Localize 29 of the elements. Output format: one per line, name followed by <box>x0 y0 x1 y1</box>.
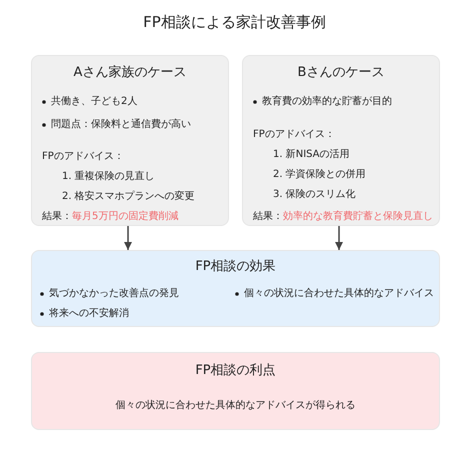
effect-panel <box>31 250 440 327</box>
bullet-text: 将来への不安解消 <box>49 308 129 319</box>
card-heading: Aさん家族のケース <box>72 65 188 81</box>
bullet-text: 気づかなかった改善点の発見 <box>49 288 179 299</box>
card-heading: FP相談の利点 <box>194 363 277 379</box>
bullet-text: 教育費の効率的な貯蓄が目的 <box>262 96 392 107</box>
numbered-item: 2. 学資保険との併用 <box>273 168 366 181</box>
result-label: 結果： <box>42 210 72 223</box>
bullet-text: 問題点：保険料と通信費が高い <box>51 119 191 130</box>
bullet-text: 共働き、子ども2人 <box>51 96 138 107</box>
card-heading: Bさんのケース <box>296 65 386 81</box>
arrow <box>335 226 344 250</box>
numbered-item: 1. 新NISAの活用 <box>273 148 350 161</box>
arrow <box>124 226 132 250</box>
benefit-text: 個々の状況に合わせた具体的なアドバイスが得られる <box>114 399 356 412</box>
advice-label: FPのアドバイス： <box>42 150 124 163</box>
numbered-item: 2. 格安スマホプランへの変更 <box>62 190 195 203</box>
card-heading: FP相談の効果 <box>194 259 277 275</box>
numbered-item: 1. 重複保険の見直し <box>62 170 155 183</box>
case-card <box>242 55 440 226</box>
result-text: 毎月5万円の固定費削減 <box>72 210 178 223</box>
title: FP相談による家計改善事例 <box>142 12 327 32</box>
advice-label: FPのアドバイス： <box>253 128 335 141</box>
numbered-item: 3. 保険のスリム化 <box>273 188 356 201</box>
benefit-panel <box>31 352 440 430</box>
case-card <box>31 55 229 226</box>
result-label: 結果： <box>253 210 283 223</box>
bullet-text: 個々の状況に合わせた具体的なアドバイス <box>244 288 434 299</box>
result-text: 効率的な教育費貯蓄と保険見直し <box>283 210 433 223</box>
